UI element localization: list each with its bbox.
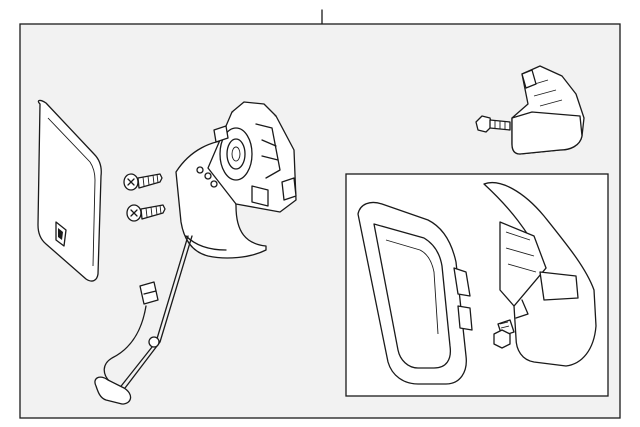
- lamp-bolt[interactable]: [475, 115, 511, 133]
- mirror-actuator[interactable]: [175, 101, 297, 259]
- mirror-glass[interactable]: [37, 99, 102, 282]
- turn-signal-lamp[interactable]: [511, 65, 585, 155]
- cover-frame[interactable]: [357, 201, 473, 385]
- screw-upper[interactable]: [123, 173, 163, 191]
- wiring-harness[interactable]: [94, 235, 193, 405]
- cover-screw[interactable]: [493, 319, 515, 349]
- cover-cap[interactable]: [483, 182, 597, 367]
- screw-lower[interactable]: [126, 204, 166, 222]
